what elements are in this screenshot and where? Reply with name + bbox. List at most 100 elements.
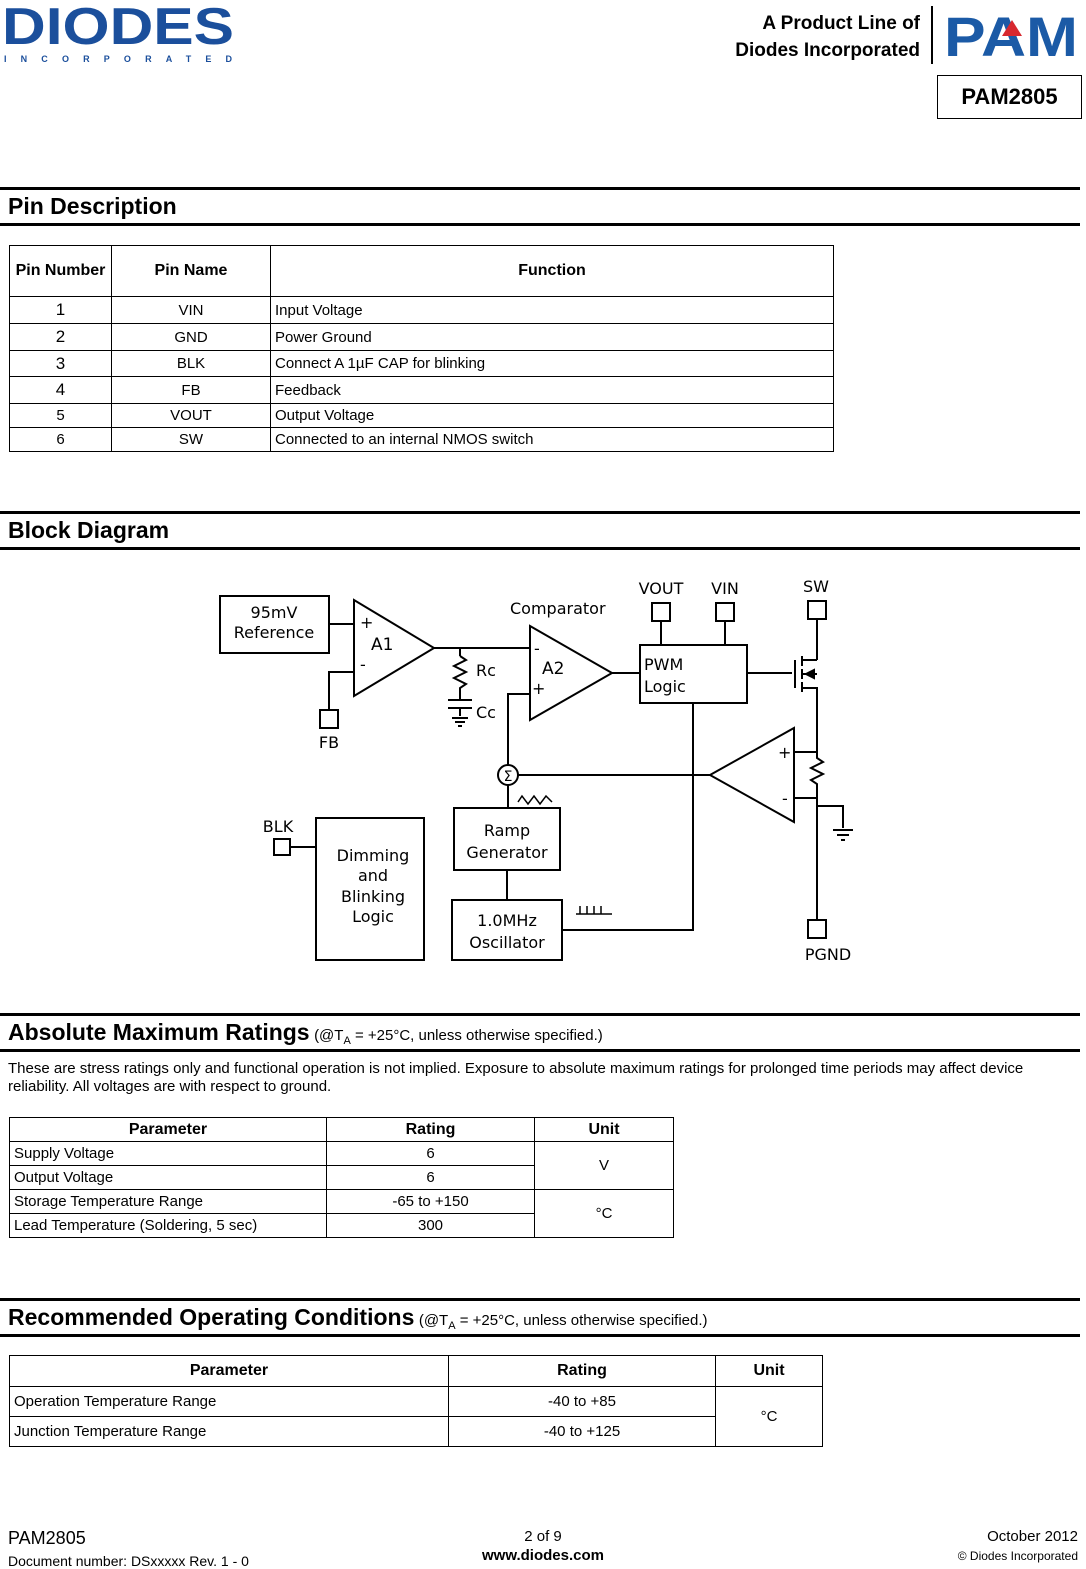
pin-function: Power Ground (270, 323, 834, 351)
vin-label: VIN (711, 579, 739, 598)
wire (817, 805, 844, 828)
diodes-logo-text: DIODES (2, 0, 234, 56)
product-line: A Product Line of Diodes Incorporated (735, 10, 920, 64)
osc-label-1: 1.0MHz (477, 911, 537, 930)
abs-max-table: Parameter Rating Unit Supply Voltage 6 V… (9, 1117, 674, 1238)
abs-max-note: These are stress ratings only and functi… (8, 1060, 1024, 1095)
vout-label: VOUT (639, 579, 684, 598)
reference-label-2: Reference (234, 623, 315, 642)
table-header-row: Pin Number Pin Name Function (9, 245, 834, 297)
table-row: 3 BLK Connect A 1µF CAP for blinking (9, 350, 834, 377)
col-pin-name: Pin Name (111, 245, 271, 297)
col-unit: Unit (715, 1355, 823, 1387)
reference-label-1: 95mV (251, 603, 298, 622)
pin-function: Feedback (270, 376, 834, 404)
pin-description-title: Pin Description (8, 193, 177, 219)
a2-comparator (529, 624, 615, 722)
block-diagram-title: Block Diagram (8, 517, 170, 543)
rating-cell: -65 to +150 (326, 1189, 535, 1214)
table-row: Storage Temperature Range -65 to +150 °C (9, 1189, 674, 1238)
pwm-label-2: Logic (644, 677, 686, 696)
ramp-label-1: Ramp (484, 821, 530, 840)
diodes-logo: DIODES INCORPORATED (0, 0, 245, 66)
dim-label-4: Logic (352, 907, 394, 926)
nmos-arrow (803, 668, 815, 680)
blk-label: BLK (263, 817, 294, 836)
a1-minus: - (360, 655, 366, 674)
col-rating: Rating (326, 1117, 535, 1142)
abs-max-title: Absolute Maximum Ratings (8, 1019, 310, 1045)
col-function: Function (270, 245, 834, 297)
sw-pin (807, 600, 827, 620)
clock-waveform (576, 906, 612, 915)
pin-description-table: Pin Number Pin Name Function 1 VIN Input… (9, 245, 834, 452)
sense-plus: + (778, 743, 791, 762)
col-unit: Unit (534, 1117, 674, 1142)
table-row: 5 VOUT Output Voltage (9, 403, 834, 428)
pin-name: VOUT (111, 403, 271, 428)
footer-url-link[interactable]: www.diodes.com (482, 1547, 604, 1564)
vin-pin (715, 602, 735, 622)
sense-resistor (808, 752, 826, 790)
parameter-cell: Lead Temperature (Soldering, 5 sec) (9, 1213, 327, 1238)
parameter-cell: Storage Temperature Range (9, 1189, 327, 1214)
table-row: 2 GND Power Ground (9, 323, 834, 351)
footer-right: October 2012 © Diodes Incorporated (958, 1528, 1078, 1563)
cc-label: Cc (476, 703, 496, 722)
part-number-badge: PAM2805 (937, 75, 1082, 119)
footer-date: October 2012 (987, 1528, 1078, 1545)
ramp-waveform (517, 794, 553, 806)
col-parameter: Parameter (9, 1117, 327, 1142)
pin-function: Connected to an internal NMOS switch (270, 427, 834, 452)
footer-center: 2 of 9 www.diodes.com (443, 1528, 643, 1564)
col-pin-number: Pin Number (9, 245, 112, 297)
vout-pin (651, 602, 671, 622)
pgnd-pin (807, 919, 827, 939)
pin-number: 1 (9, 296, 112, 324)
pgnd-label: PGND (805, 945, 851, 964)
fb-label: FB (319, 733, 339, 752)
header-divider (931, 6, 933, 64)
blk-pin (273, 838, 291, 856)
pin-number: 5 (9, 403, 112, 428)
table-row: 6 SW Connected to an internal NMOS switc… (9, 427, 834, 452)
pwm-label-1: PWM (644, 655, 683, 674)
table-row: Supply Voltage 6 V (9, 1141, 674, 1190)
rating-cell: 6 (326, 1165, 535, 1190)
table-row: Operation Temperature Range -40 to +85 °… (9, 1386, 823, 1447)
rec-op-header: Recommended Operating Conditions (@TA = … (0, 1298, 1080, 1337)
rating-cell: 300 (326, 1213, 535, 1238)
col-rating: Rating (448, 1355, 716, 1387)
pin-name: SW (111, 427, 271, 452)
wire (802, 687, 818, 752)
parameter-cell: Output Voltage (9, 1165, 327, 1190)
rec-op-condition: (@TA = +25°C, unless otherwise specified… (418, 1312, 708, 1332)
dim-label-2: and (358, 866, 388, 885)
unit-cell: V (534, 1141, 674, 1190)
wire (507, 693, 530, 765)
sense-minus: - (782, 789, 788, 808)
table-row: Lead Temperature (Soldering, 5 sec) 300 (9, 1213, 674, 1238)
dim-label-1: Dimming (337, 846, 410, 865)
footer-document-number: Document number: DSxxxxx Rev. 1 - 0 (8, 1553, 249, 1569)
pam-logo-triangle (1002, 20, 1022, 36)
ramp-label-2: Generator (466, 843, 548, 862)
footer-part-number: PAM2805 (8, 1528, 86, 1548)
a2-label: A2 (542, 659, 564, 679)
table-row: 4 FB Feedback (9, 376, 834, 404)
dimming-logic-block (315, 817, 425, 961)
product-line-1: A Product Line of (762, 13, 920, 34)
block-diagram-header: Block Diagram (0, 511, 1080, 550)
unit-cell: °C (715, 1386, 823, 1447)
rec-op-table: Parameter Rating Unit Operation Temperat… (9, 1355, 823, 1447)
table-header-row: Parameter Rating Unit (9, 1355, 823, 1387)
sigma-label: Σ (504, 769, 513, 785)
unit-cell: °C (534, 1189, 674, 1238)
pin-function: Connect A 1µF CAP for blinking (270, 350, 834, 377)
rating-cell: 6 (326, 1141, 535, 1166)
product-line-2: Diodes Incorporated (735, 40, 920, 61)
parameter-cell: Junction Temperature Range (9, 1416, 449, 1447)
table-header-row: Parameter Rating Unit (9, 1117, 674, 1142)
rating-cell: -40 to +125 (448, 1416, 716, 1447)
footer-copyright: © Diodes Incorporated (957, 1549, 1078, 1563)
